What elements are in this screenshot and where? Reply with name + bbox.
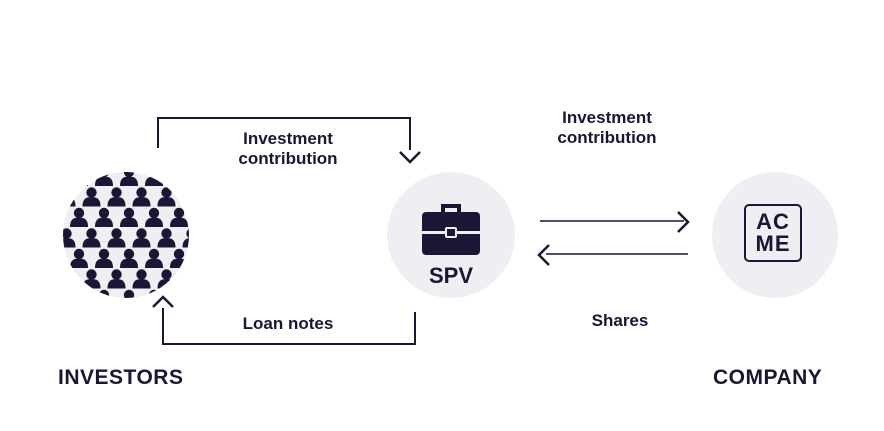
spv-node: SPV	[387, 172, 515, 298]
logo-line-1: AC	[756, 209, 790, 234]
chevron-up-icon	[152, 295, 174, 308]
flow-label-investment-right: Investment contribution	[557, 108, 657, 147]
person-icon	[63, 269, 76, 289]
person-icon	[170, 289, 188, 298]
person-icon	[62, 290, 63, 299]
chevron-left-icon	[537, 244, 550, 266]
spv-label: SPV	[428, 263, 474, 288]
people-crowd-icon	[62, 171, 189, 299]
company-node: AC ME	[712, 172, 838, 298]
briefcase-icon	[422, 204, 480, 255]
person-icon	[70, 172, 88, 186]
investors-title: INVESTORS	[58, 366, 184, 389]
person-icon	[145, 172, 163, 186]
acme-logo-icon: AC ME	[744, 204, 802, 262]
investors-node	[62, 171, 190, 299]
company-title: COMPANY	[713, 366, 823, 389]
person-icon	[62, 249, 63, 268]
person-icon	[182, 269, 189, 289]
flow-label-shares: Shares	[591, 311, 649, 330]
chevron-right-icon	[677, 211, 690, 233]
person-icon	[170, 172, 188, 186]
person-icon	[62, 171, 63, 186]
person-icon	[63, 187, 76, 207]
flow-label-loan-notes: Loan notes	[242, 314, 334, 333]
person-icon	[182, 187, 189, 207]
chevron-down-icon	[399, 151, 421, 164]
person-icon	[95, 172, 113, 186]
loan-notes-flow-line	[162, 308, 416, 345]
logo-line-2: ME	[755, 231, 791, 256]
investment-flow-line-top	[157, 117, 411, 150]
person-icon	[62, 208, 63, 227]
flow-label-investment-left: Investment contribution	[238, 129, 338, 168]
person-icon	[70, 289, 88, 298]
